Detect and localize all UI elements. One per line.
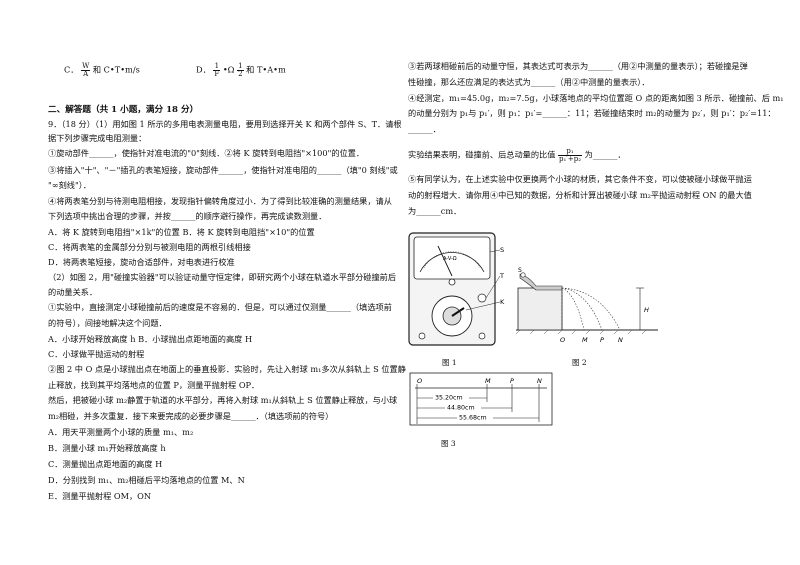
choice-c-label: C． (64, 64, 79, 75)
question-line: D．分别找到 m₁、m₂相碰后平均落地点的位置 M、N (48, 475, 245, 485)
figure-1-multimeter: A-V-Ω S T K (408, 232, 505, 346)
question-line: 的动量关系． (48, 287, 98, 297)
ratio-line: 实验结果表明，碰撞前、后总动量的比值 p₁ p₁′+p₂ 为______． (408, 148, 626, 163)
label-m: M (485, 377, 491, 385)
label-p: P (510, 377, 514, 385)
ratio-den-plus: + (567, 155, 574, 163)
figure-1-caption: 图 1 (442, 358, 457, 367)
frac-num: 1 (213, 62, 221, 71)
question-line: 止释放，找到其平均落地点的位置 P，测量平抛射程 OP． (48, 380, 260, 390)
label-m: M (582, 336, 588, 344)
question-line: （2）如图 2，用"碰撞实验器"可以验证动量守恒定律，即研究两个小球在轨道水平部… (48, 272, 397, 282)
label-p: P (600, 336, 604, 344)
figure-3-caption: 图 3 (441, 439, 456, 448)
question-line: 为______cm． (408, 206, 462, 216)
question-line: 的符号），间接地解决这个问题． (48, 318, 167, 328)
question-line: D．将两表笔短接，旋动合适部件，对电表进行校准 (48, 257, 235, 267)
choice-d-text: 和 T•A•m (246, 64, 286, 75)
label-o: O (417, 377, 422, 385)
frac-den: A (83, 70, 89, 78)
label-n: N (537, 377, 542, 385)
question-line: 然后，把被碰小球 m₂静置于轨道的水平部分，再将入射球 m₁从斜轨上 S 位置静… (48, 395, 398, 405)
frac-den: F (214, 70, 220, 78)
ratio-text: 实验结果表明，碰撞前、后总动量的比值 (408, 149, 556, 160)
question-line: A．将 K 旋转到电阻挡"×1k"的位置 B．将 K 旋转到电阻挡"×10"的位… (48, 227, 315, 237)
question-line: ______． (408, 124, 441, 134)
ratio-den-b: p₂ (573, 155, 582, 163)
label-n: N (618, 336, 623, 344)
question-line: ②图 2 中 O 点是小球抛出点在地面上的垂直投影．实验时，先让入射球 m₁多次… (48, 364, 406, 374)
figure-3-distances: O M P N 35.20cm 44.80cm 55.68cm (409, 372, 553, 426)
frac-num: 1 (237, 62, 244, 71)
question-line: ④经测定，m₁=45.0g，m₂=7.5g，小球落地点的平均位置距 O 点的距离… (408, 93, 784, 103)
question-line: 的动量分别为 p₁与 p₁′，则 p₁：p₁′=______：11；若碰撞结束时… (408, 108, 776, 118)
label-k: K (500, 298, 505, 306)
question-line: ③将插入"十"、"－"插孔的表笔短接，旋动部件______，使指针对准电阻的__… (48, 165, 398, 175)
label-s: S (518, 267, 522, 274)
question-line: m₂相碰，并多次重复．接下来要完成的必要步骤是______．（填选项前的符号） (48, 411, 334, 421)
choice-c-text: 和 C•T•m/s (92, 64, 140, 75)
distance-om: 35.20cm (435, 395, 463, 402)
question-line: ⑤有同学认为，在上述实验中仅更换两个小球的材质，其它条件不变，可以使被碰小球做平… (408, 174, 752, 184)
label-h: H (644, 306, 649, 314)
question-line: ④将两表笔分别与待测电阻相接，发现指针偏转角度过小．为了得到比较准确的测量结果，… (48, 196, 392, 206)
question-line: 动的射程增大．请你用④中已知的数据，分析和计算出被碰小球 m₂平抛运动射程 ON… (408, 190, 752, 200)
question-line: ③若两球相碰前后的动量守恒，其表达式可表示为______（用②中测量的量表示）；… (408, 61, 748, 71)
question-line: C．将两表笔的金属部分分别与被测电阻的两根引线相接 (48, 242, 251, 252)
question-line: E．测量平抛射程 OM，ON (48, 491, 152, 501)
ratio-fraction: p₁ p₁′+p₂ (558, 148, 583, 163)
question-line: 9．（18 分）（1）用如图 1 所示的多用电表测量电阻，要用到选择开关 K 和… (48, 119, 402, 129)
question-line: C．测量抛出点距地面的高度 H (48, 459, 163, 469)
ratio-num: p₁ (558, 148, 583, 156)
ratio-den: p₁′+p₂ (558, 156, 582, 163)
figure-2-caption: 图 2 (572, 358, 587, 367)
ratio-tail: 为______． (584, 149, 626, 160)
question-line: B．测量小球 m₁开始释放高度 h (48, 443, 166, 453)
figure-2-apparatus: S H O M P N (515, 267, 658, 344)
question-line: ①旋动部件______，使指针对准电流的"0"刻线．②将 K 旋转到电阻挡"×1… (48, 148, 365, 158)
choice-d-mid: •Ω (222, 64, 235, 75)
question-line: C．小球做平抛运动的射程 (48, 349, 145, 359)
question-line: A．用天平测量两个小球的质量 m₁、m₂ (48, 427, 194, 437)
distance-op: 44.80cm (447, 405, 475, 412)
dial-label: A-V-Ω (443, 256, 457, 262)
question-line: ①实验中，直接测定小球碰撞前后的速度是不容易的．但是，可以通过仅测量______… (48, 302, 392, 312)
frac-num: W (81, 62, 91, 71)
question-line: 下列选项中挑出合理的步骤，并按______的顺序避行操作，再完成读数测量． (48, 211, 327, 221)
label-t: T (499, 272, 504, 280)
distance-on: 55.68cm (459, 415, 487, 422)
question-line: A．小球开始释放高度 h B．小球抛出点距地面的高度 H (48, 334, 253, 344)
question-line: 性碰撞，那么还应满足的表达式为______（用②中测量的量表示）． (408, 77, 650, 87)
frac-den: 2 (238, 70, 243, 78)
question-line: 据下列步骤完成电阻测量： (48, 133, 147, 143)
ratio-den-a: p₁′ (559, 155, 568, 163)
choice-d-label: D． (196, 64, 211, 75)
label-o: O (560, 336, 565, 344)
section-title: 二、解答题（共 1 小题，满分 18 分） (48, 105, 199, 115)
label-s: S (500, 246, 504, 254)
question-line: "∞刻线"）． (48, 180, 92, 190)
